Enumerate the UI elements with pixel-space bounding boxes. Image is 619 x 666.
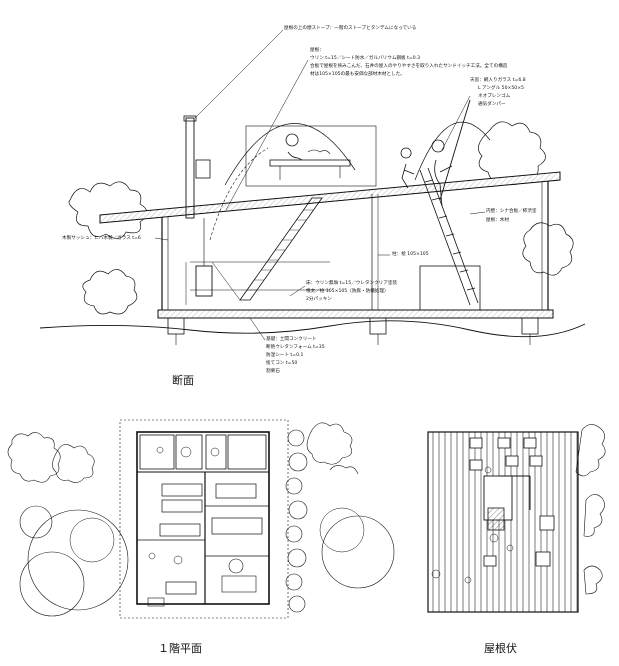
note-skylight-4: 通気ダンパー — [478, 102, 506, 107]
house-outline — [136, 431, 270, 605]
bed-4 — [159, 523, 201, 537]
note-interior-2: 屋根：木材 — [486, 218, 509, 223]
interior-stair — [239, 197, 323, 301]
tree-scribble-right — [575, 424, 606, 595]
footing-right — [521, 317, 539, 335]
table-round — [228, 558, 244, 574]
tree-scribble-left — [7, 432, 95, 483]
note-roof-2: ウリン t=15／シート防水／ガルバリウム鋼板 t=0.3 — [310, 56, 421, 61]
note-foundation-3: 防湿シート t=0.1 — [266, 353, 304, 358]
skylight-arc-2 — [414, 121, 491, 181]
site-boundary — [119, 419, 289, 619]
note-skylight-3: ネオプレンゴム — [478, 94, 511, 99]
section-caption: 断面 — [172, 374, 194, 387]
desk-1 — [211, 517, 263, 535]
tree-canopy-4 — [69, 517, 115, 563]
tree-canopy-1 — [27, 509, 129, 611]
tree-column — [285, 429, 308, 613]
note-floor-2: 根太／桧 105×105（防腐・防蟻処理） — [306, 289, 389, 294]
tree-canopy-5 — [321, 515, 395, 589]
interior-frame — [245, 125, 377, 187]
roof-plan-drawing — [427, 424, 606, 613]
note-foundation-1: 基礎：土間コンクリート — [266, 337, 317, 342]
loft-desk — [269, 159, 351, 167]
person-standing — [400, 147, 415, 189]
note-sash: 木製サッシュ：ヒバ木製／ガラス t=6 — [62, 236, 141, 241]
ladder — [419, 167, 479, 306]
note-floor-1: 床：ウリン無垢 t=15／ウレタンクリア塗装 — [306, 281, 398, 286]
note-roof-4: 材は105×105の最も安価な部材木材とした。 — [310, 72, 405, 77]
bed-3 — [215, 483, 257, 499]
roof-plan-caption: 屋根伏 — [484, 642, 517, 655]
note-skylight-2: L アングル 50×50×5 — [478, 86, 524, 91]
note-foundation-4: 捨てコン t=50 — [266, 361, 298, 366]
tree-left — [68, 181, 148, 239]
stove-chimney — [185, 117, 195, 219]
note-interior-1: 内壁：シナ合板／柿渋塗 — [486, 209, 537, 214]
note-floor-3: 2分パッキン — [306, 297, 332, 302]
kitchen-counter — [419, 265, 481, 311]
footing-left — [167, 317, 185, 335]
note-skylight-1: 天窓：網入りガラス t=6.8 — [470, 78, 526, 83]
note-stove: 屋根の上の煙ストーブ：一階のストーブとタンデムになっている — [284, 26, 417, 31]
skylight-arc — [224, 123, 356, 186]
floor-plan-caption: １階平面 — [158, 642, 202, 655]
person-on-ladder — [431, 139, 453, 207]
bath-area — [139, 434, 175, 470]
bed-2 — [161, 499, 203, 513]
lower-stove — [195, 265, 213, 297]
tree-canopy-2 — [19, 551, 85, 617]
note-foundation-5: 割栗石 — [266, 369, 280, 374]
ground-line — [39, 320, 586, 338]
note-foundation-2: 断熱ウレタンフォーム t=35 — [266, 345, 325, 350]
tree-left-2 — [82, 269, 138, 315]
person-seated — [285, 133, 303, 161]
floor-plan-drawing — [7, 419, 395, 619]
storage-room — [227, 434, 267, 470]
sofa — [165, 581, 197, 595]
footing-mid — [369, 317, 387, 335]
roof-deck-box — [487, 507, 505, 531]
note-column: 柱：桧 105×105 — [392, 252, 429, 257]
note-roof-3: 合板で屋根を挟みこんだ、石井の屋入のやりやすさを取り入れたサンドイッチ工法。全て… — [310, 64, 508, 69]
tree-canopy-3 — [19, 505, 53, 539]
bed-1 — [161, 483, 203, 497]
tree-right-2 — [522, 222, 574, 276]
note-roof-1: 屋根： — [310, 48, 324, 53]
roof-slab — [99, 171, 561, 224]
section-drawing — [39, 29, 586, 345]
